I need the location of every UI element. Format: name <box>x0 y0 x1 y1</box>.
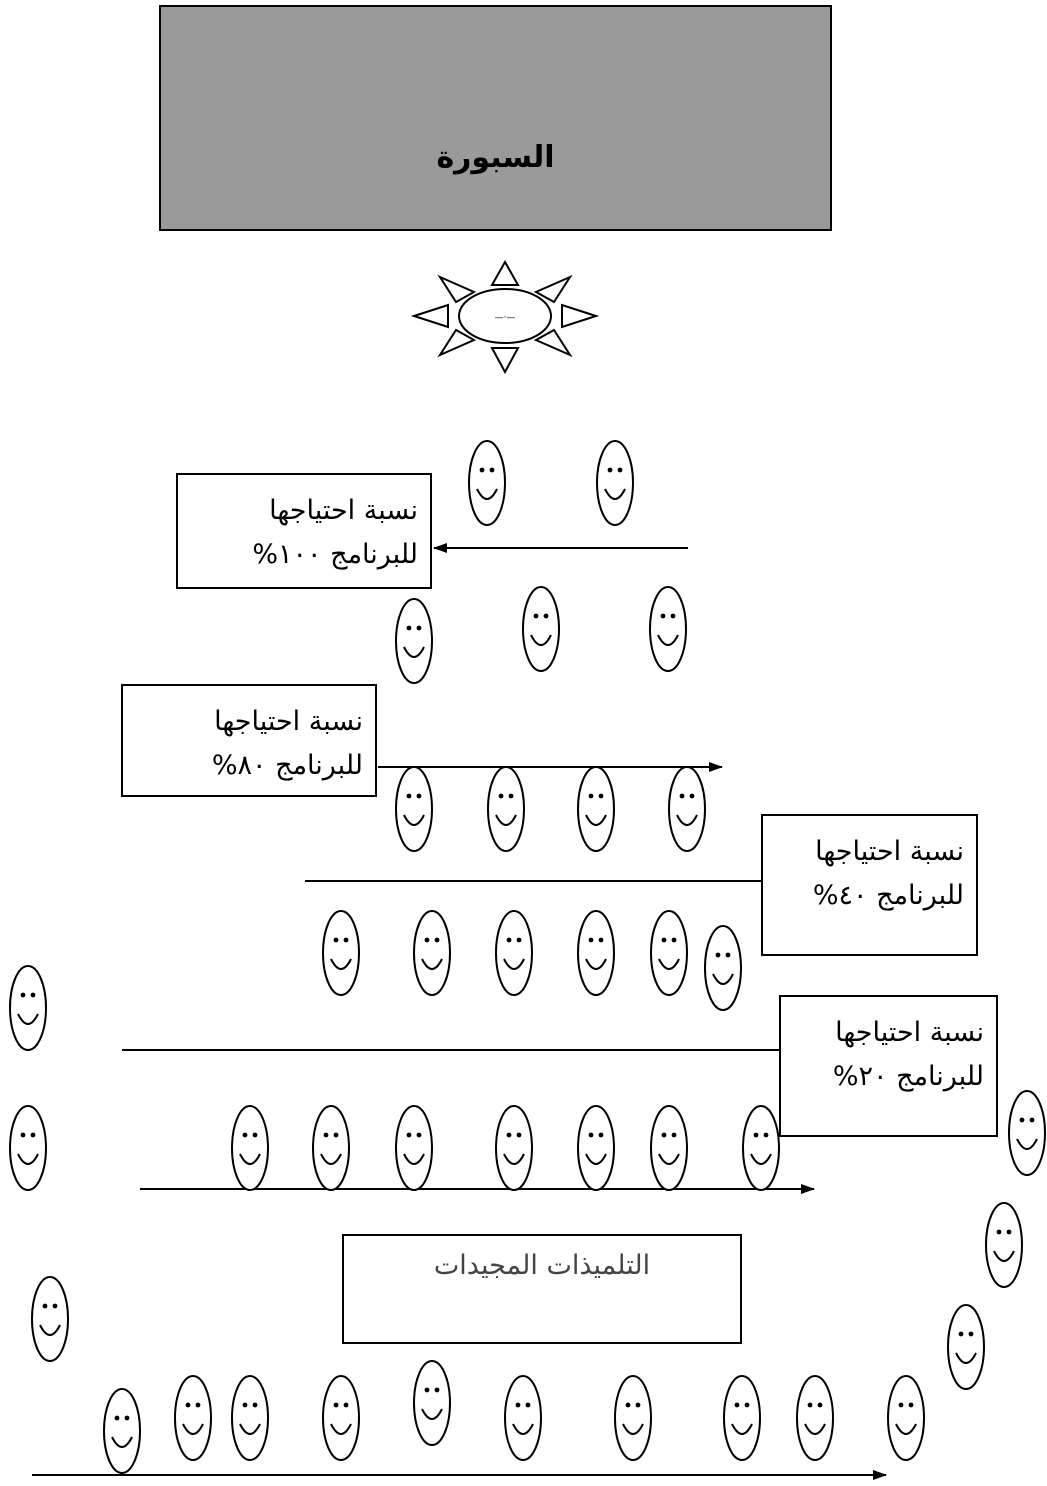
student-smiley-icon <box>231 1375 269 1461</box>
group-box-100-line1: نسبة احتياجها <box>269 495 418 526</box>
group-box-40-line2: للبرنامج ٤٠% <box>812 880 964 911</box>
student-smiley-icon <box>887 1375 925 1461</box>
group-box-40: نسبة احتياجها للبرنامج ٤٠% <box>761 814 978 956</box>
student-smiley-icon <box>9 965 47 1051</box>
outstanding-students-box: التلميذات المجيدات <box>342 1234 742 1344</box>
student-smiley-icon <box>312 1105 350 1191</box>
group-box-40-line1: نسبة احتياجها <box>815 836 964 867</box>
student-smiley-icon <box>614 1375 652 1461</box>
student-smiley-icon <box>322 910 360 996</box>
student-smiley-icon <box>504 1375 542 1461</box>
group-box-80-line2: للبرنامج ٨٠% <box>211 750 363 781</box>
student-smiley-icon <box>650 910 688 996</box>
group-box-20: نسبة احتياجها للبرنامج ٢٠% <box>779 995 998 1137</box>
group-box-100-line2: للبرنامج ١٠٠% <box>252 539 418 570</box>
student-smiley-icon <box>522 586 560 672</box>
student-smiley-icon <box>487 766 525 852</box>
student-smiley-icon <box>413 910 451 996</box>
student-smiley-icon <box>174 1375 212 1461</box>
student-smiley-icon <box>947 1304 985 1390</box>
student-smiley-icon <box>796 1375 834 1461</box>
student-smiley-icon <box>577 1105 615 1191</box>
student-smiley-icon <box>577 910 615 996</box>
student-smiley-icon <box>395 766 433 852</box>
student-smiley-icon <box>723 1375 761 1461</box>
student-smiley-icon <box>395 598 433 684</box>
teacher-sun-icon <box>410 259 600 375</box>
group-box-100: نسبة احتياجها للبرنامج ١٠٠% <box>176 473 432 589</box>
student-smiley-icon <box>985 1202 1023 1288</box>
students <box>9 440 1046 1474</box>
student-smiley-icon <box>395 1105 433 1191</box>
student-smiley-icon <box>650 1105 688 1191</box>
teacher-label: —·— <box>495 313 516 323</box>
student-smiley-icon <box>31 1276 69 1362</box>
group-box-80: نسبة احتياجها للبرنامج ٨٠% <box>121 684 377 797</box>
blackboard: السبورة <box>159 5 832 231</box>
group-box-80-line1: نسبة احتياجها <box>214 706 363 737</box>
student-smiley-icon <box>742 1105 780 1191</box>
student-smiley-icon <box>103 1388 141 1474</box>
blackboard-label: السبورة <box>436 140 555 175</box>
student-smiley-icon <box>9 1105 47 1191</box>
student-smiley-icon <box>668 766 706 852</box>
student-smiley-icon <box>231 1105 269 1191</box>
student-smiley-icon <box>1008 1090 1046 1176</box>
student-smiley-icon <box>413 1360 451 1446</box>
student-smiley-icon <box>468 440 506 526</box>
group-box-20-line2: للبرنامج ٢٠% <box>832 1061 984 1092</box>
group-box-20-line1: نسبة احتياجها <box>835 1017 984 1048</box>
student-smiley-icon <box>577 766 615 852</box>
student-smiley-icon <box>322 1375 360 1461</box>
student-smiley-icon <box>649 586 687 672</box>
student-smiley-icon <box>495 1105 533 1191</box>
student-smiley-icon <box>596 440 634 526</box>
student-smiley-icon <box>495 910 533 996</box>
student-smiley-icon <box>704 925 742 1011</box>
outstanding-students-label: التلميذات المجيدات <box>433 1250 651 1281</box>
